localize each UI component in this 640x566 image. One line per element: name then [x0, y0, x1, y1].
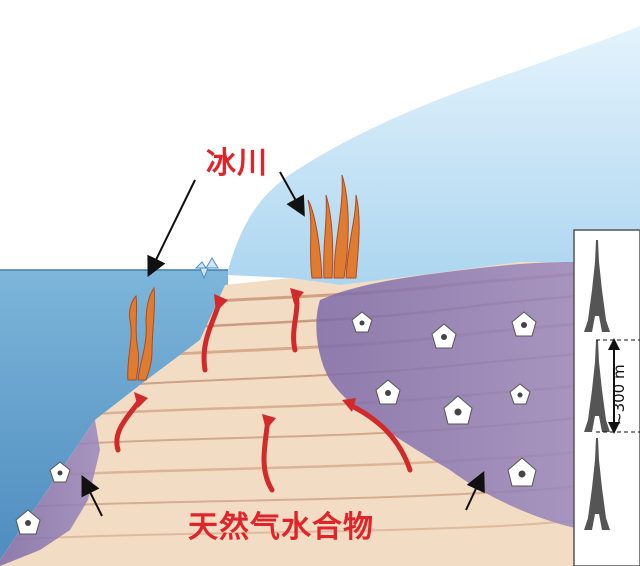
scale-arrowhead-top [608, 338, 620, 350]
hydrate-pointer-left [81, 475, 103, 517]
glacier-ice [228, 26, 640, 566]
pointer-arrows [81, 171, 485, 517]
scale-box [573, 229, 640, 566]
sea-water [0, 270, 228, 560]
eiffel-tower-icon [584, 240, 610, 530]
hydrate-zone-right [316, 262, 575, 528]
ice-floes [194, 257, 219, 280]
scale-arrowhead-bottom [608, 422, 620, 434]
glacier-pointer-left [147, 179, 196, 277]
glacier-pointer-right [279, 171, 305, 217]
gas-hydrate-label: 天然气水合物 [188, 510, 374, 545]
hydrate-core [25, 320, 527, 526]
gas-flow-arrowheads [134, 288, 356, 430]
scale-height-label: ~300 m [610, 364, 628, 425]
hydrate-pointer-right [465, 470, 485, 511]
gas-seep-plume-icon [127, 174, 360, 381]
glacier-label: 冰川 [206, 146, 268, 181]
